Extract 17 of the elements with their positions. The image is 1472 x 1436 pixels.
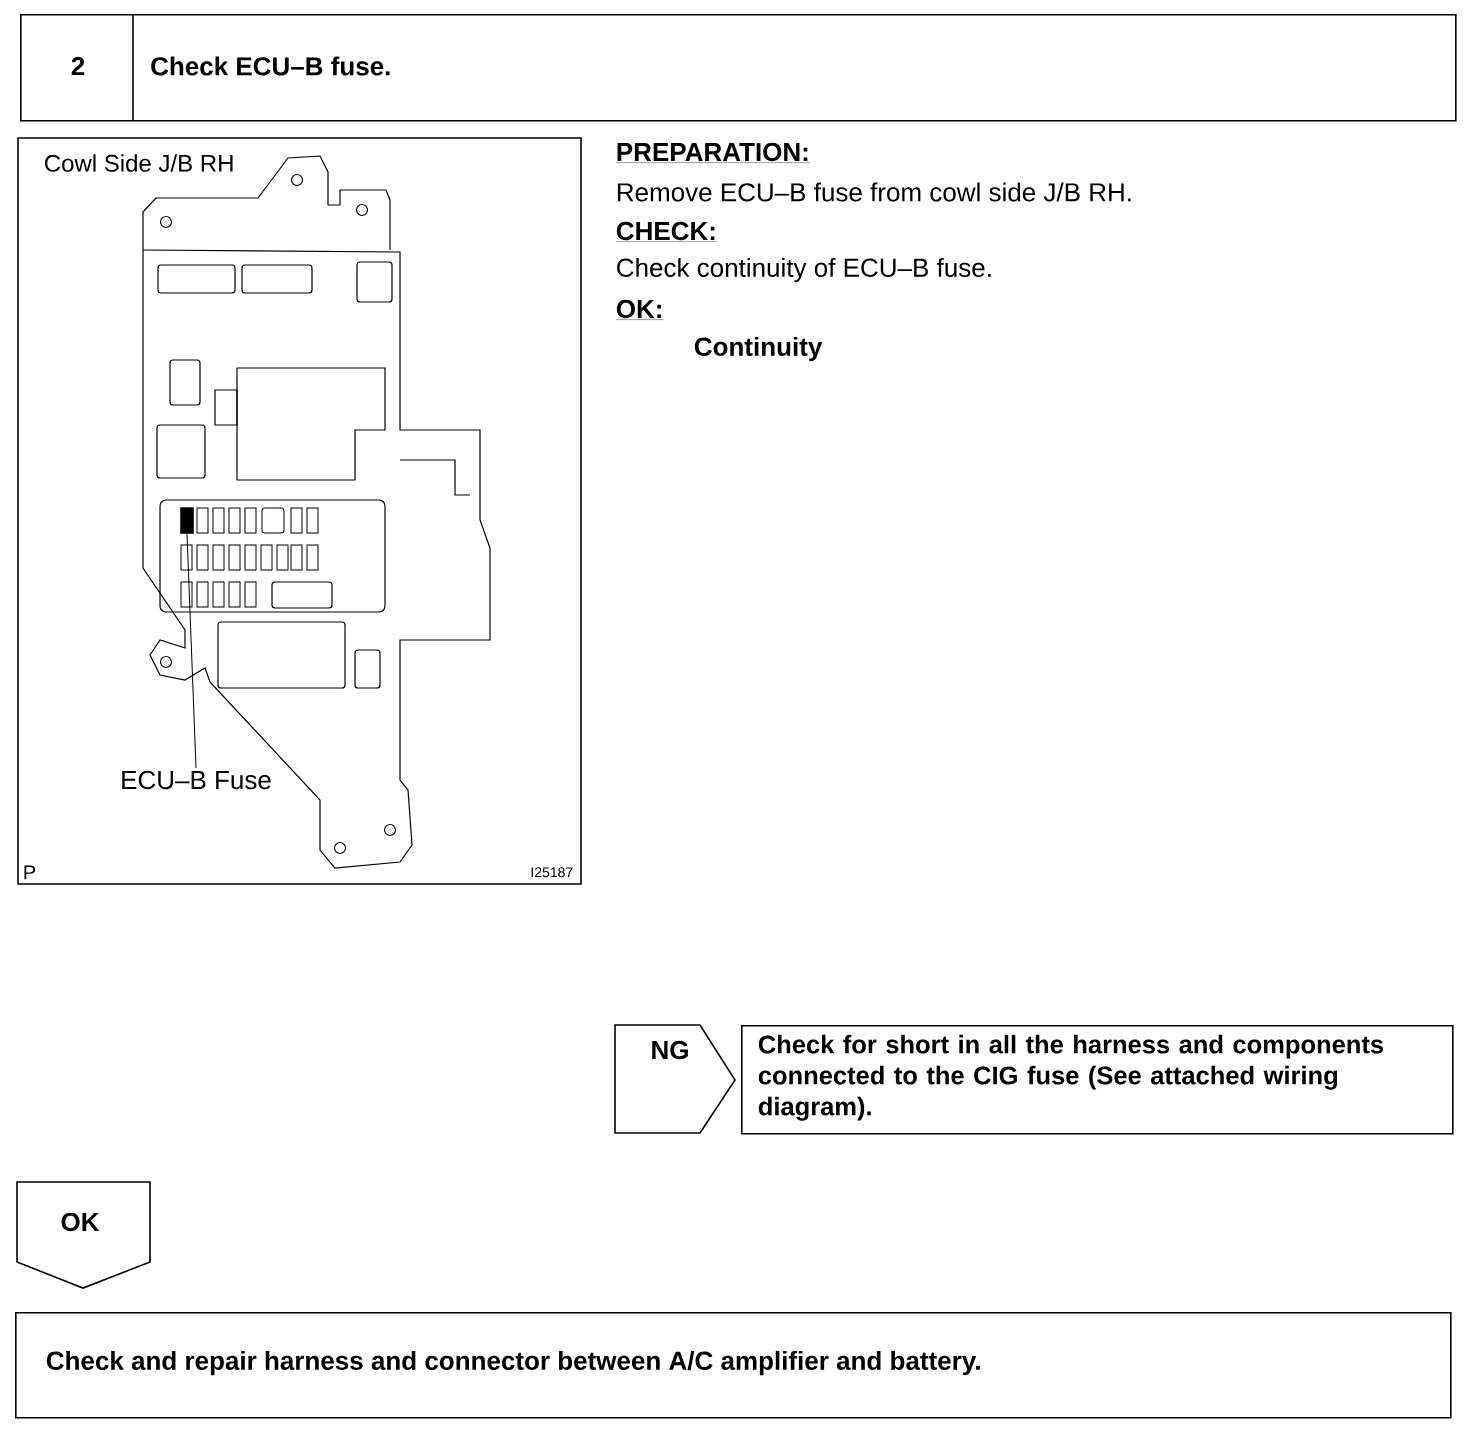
instruction-text: Remove ECU–B fuse from cowl side J/B RH. <box>617 182 1131 202</box>
part-label: Cowl Side J/B RH <box>45 154 233 172</box>
view-letter: P <box>24 865 36 880</box>
instruction-text: Check continuity of ECU–B fuse. <box>617 257 991 283</box>
callout-label: ECU–B Fuse <box>122 770 271 790</box>
section-heading: OK: <box>615 299 664 320</box>
action-box: Check for short in all the harness and components connected to the CIG fuse (See attached wiring diagram). <box>741 1025 1454 1135</box>
highlighted-fuse <box>180 507 194 534</box>
step-title: Check ECU–B fuse. <box>151 56 390 76</box>
result-chevron: NG <box>614 1024 736 1134</box>
step-number: 2 <box>71 56 85 76</box>
section-heading: CHECK: <box>615 221 718 242</box>
figure-code: I25187 <box>531 867 573 878</box>
action-box: Check and repair harness and connector between A/C amplifier and battery. <box>15 1312 1452 1419</box>
section-heading: PREPARATION: <box>615 142 811 163</box>
result-chevron: OK <box>16 1181 151 1289</box>
result-text: Continuity <box>694 336 823 362</box>
